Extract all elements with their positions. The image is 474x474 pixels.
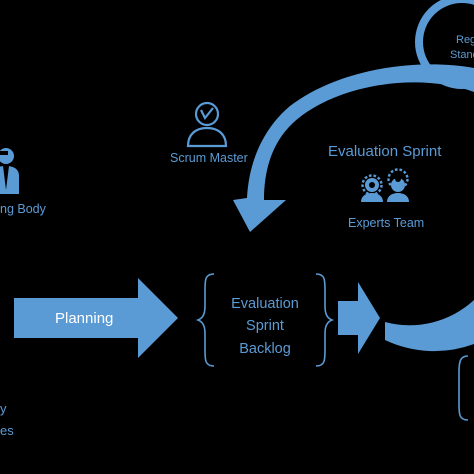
edge-text-left-bottom-1: y [0,401,7,416]
scrum-master-icon [186,101,228,148]
backlog-left-brace [195,273,215,367]
sprint-loop-arc [385,300,474,352]
backlog-line-1: Evaluation [231,296,299,312]
backlog-line-3: Backlog [239,340,291,357]
steering-body-label: ng Body [0,202,46,216]
edge-text-top-right-2: Stand [450,49,474,61]
edge-text-top-right-1: Reg [456,34,474,46]
edge-text-left-bottom-2: es [0,423,14,438]
backlog-line-2: Sprint [246,318,284,335]
sprint-title: Evaluation Sprint [328,143,442,160]
experts-team-icon [361,168,409,202]
sprint-cycle-arrow [233,64,474,232]
steering-body-icon [0,148,19,194]
backlog-label: Evaluation Sprint Backlog [214,293,316,360]
backlog-right-brace [315,273,335,367]
planning-label: Planning [55,310,114,327]
experts-team-label: Experts Team [348,216,425,230]
planning-arrow [14,278,178,358]
backlog-to-sprint-arrow [338,282,380,354]
edge-brace [458,355,469,421]
scrum-master-label: Scrum Master [170,151,248,165]
